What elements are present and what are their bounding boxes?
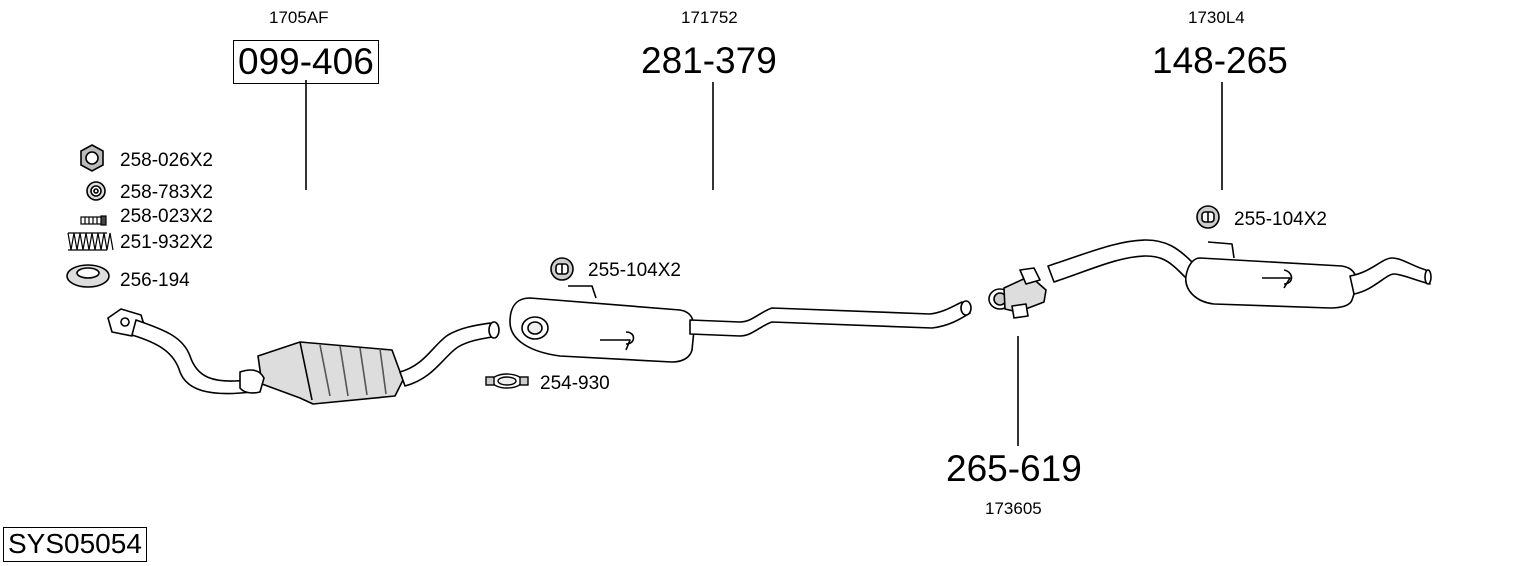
accessory-label-258-783x2[interactable]: 258-783X2	[120, 182, 213, 203]
catalytic-converter	[107, 308, 500, 405]
accessory-label-251-932x2[interactable]: 251-932X2	[120, 232, 213, 253]
accessory-label-254-930[interactable]: 254-930	[540, 373, 610, 394]
tailpipe	[1349, 257, 1431, 295]
intermediate-pipe	[689, 301, 971, 337]
front-silencer	[509, 285, 972, 363]
assembly-part-099-406[interactable]: 099-406	[233, 40, 379, 84]
rubber-mount-icon	[1196, 205, 1220, 229]
accessory-label-258-026x2[interactable]: 258-026X2	[120, 150, 213, 171]
assembly-part-265-619[interactable]: 265-619	[946, 448, 1082, 489]
hanger-rod	[1207, 241, 1235, 259]
flange-connector	[988, 267, 1047, 319]
hex-nut-icon	[80, 144, 104, 172]
assembly-ref-1730l4: 1730L4	[1188, 8, 1245, 27]
system-code: SYS05054	[3, 527, 147, 562]
pipe-clamp-icon	[485, 373, 529, 389]
rubber-mount-icon	[550, 257, 574, 281]
assembly-ref-171752: 171752	[681, 8, 738, 27]
stud-bolt-icon	[80, 215, 107, 226]
spring-icon	[67, 232, 114, 251]
accessory-label-256-194[interactable]: 256-194	[120, 270, 190, 291]
accessory-label-255-104x2-front[interactable]: 255-104X2	[588, 260, 681, 281]
assembly-ref-173605: 173605	[985, 499, 1042, 518]
sealing-ring-icon	[86, 181, 106, 201]
gasket-ring-icon	[66, 264, 110, 288]
converter-outlet-pipe	[399, 322, 493, 387]
assembly-ref-1705af: 1705AF	[269, 8, 329, 27]
assembly-part-281-379[interactable]: 281-379	[641, 40, 777, 81]
rear-silencer	[1047, 239, 1432, 309]
downpipe	[131, 319, 253, 395]
accessory-label-255-104x2-rear[interactable]: 255-104X2	[1234, 209, 1327, 230]
silencer-body	[1185, 257, 1358, 309]
assembly-part-148-265[interactable]: 148-265	[1152, 40, 1288, 81]
hanger-rod	[568, 285, 597, 299]
rear-inlet-pipe	[1047, 239, 1203, 287]
leader-lines	[305, 80, 1223, 446]
accessory-label-258-023x2[interactable]: 258-023X2	[120, 206, 213, 227]
